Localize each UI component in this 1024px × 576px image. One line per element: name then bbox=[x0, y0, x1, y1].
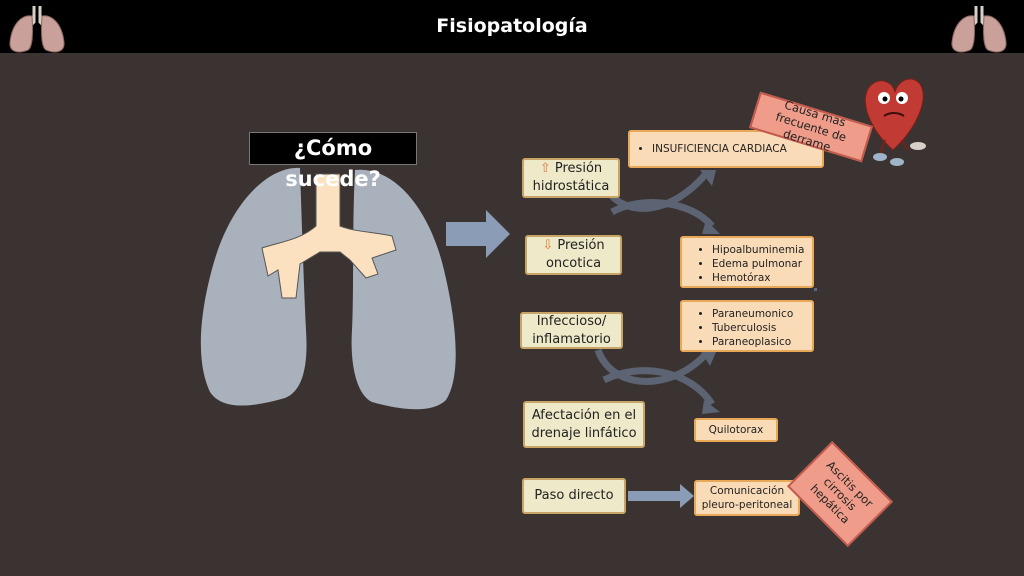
lungs-icon-left bbox=[9, 6, 65, 53]
cause-lymphatic: Afectación en el drenaje linfático bbox=[523, 401, 645, 448]
title-bar bbox=[0, 0, 1024, 53]
result-item: Hemotórax bbox=[712, 271, 812, 285]
result-infectious: Paraneumonico Tuberculosis Paraneoplasic… bbox=[680, 300, 814, 352]
result-item: Paraneoplasico bbox=[712, 335, 812, 349]
result-item: Tuberculosis bbox=[712, 321, 812, 335]
result-item: Edema pulmonar bbox=[712, 257, 812, 271]
direct-arrow bbox=[628, 484, 694, 508]
cause-hydrostatic-label: Presión hidrostática bbox=[532, 161, 610, 194]
right-lung-shape bbox=[351, 169, 456, 410]
result-item: Paraneumonico bbox=[712, 307, 812, 321]
arrow-up-icon: ⇧ bbox=[539, 161, 551, 176]
question-heading: ¿Cómo sucede? bbox=[249, 132, 417, 191]
lungs-icon-right bbox=[951, 6, 1007, 53]
cause-hydrostatic: ⇧ Presión hidrostática bbox=[522, 158, 620, 198]
page-title: Fisiopatología bbox=[436, 15, 588, 37]
result-item: INSUFICIENCIA CARDIACA bbox=[652, 142, 787, 156]
cause-infectious: Infeccioso/ inflamatorio bbox=[520, 312, 623, 349]
result-item: Hipoalbuminemia bbox=[712, 243, 812, 257]
result-insuficiencia: INSUFICIENCIA CARDIACA bbox=[628, 130, 824, 168]
trachea-shape bbox=[261, 173, 397, 299]
result-lymphatic: Quilotorax bbox=[694, 418, 778, 442]
left-lung-shape bbox=[200, 167, 307, 406]
result-oncotic: Hipoalbuminemia Edema pulmonar Hemotórax bbox=[680, 236, 814, 288]
cause-infectious-label: Infeccioso/ inflamatorio bbox=[532, 313, 611, 347]
main-arrow bbox=[446, 210, 510, 258]
cause-direct: Paso directo bbox=[522, 478, 626, 514]
result-direct-label: Comunicación pleuro-peritoneal bbox=[701, 485, 793, 511]
result-direct: Comunicación pleuro-peritoneal bbox=[694, 480, 800, 516]
cause-lymphatic-label: Afectación en el drenaje linfático bbox=[531, 407, 637, 441]
heart-mascot-icon bbox=[864, 78, 926, 166]
cause-oncotic-label: Presión oncotica bbox=[545, 238, 605, 271]
result-lymphatic-label: Quilotorax bbox=[708, 424, 764, 436]
arrow-down-icon: ⇩ bbox=[542, 238, 554, 253]
cause-oncotic: ⇩ Presión oncotica bbox=[525, 235, 622, 275]
cause-direct-label: Paso directo bbox=[534, 488, 614, 503]
